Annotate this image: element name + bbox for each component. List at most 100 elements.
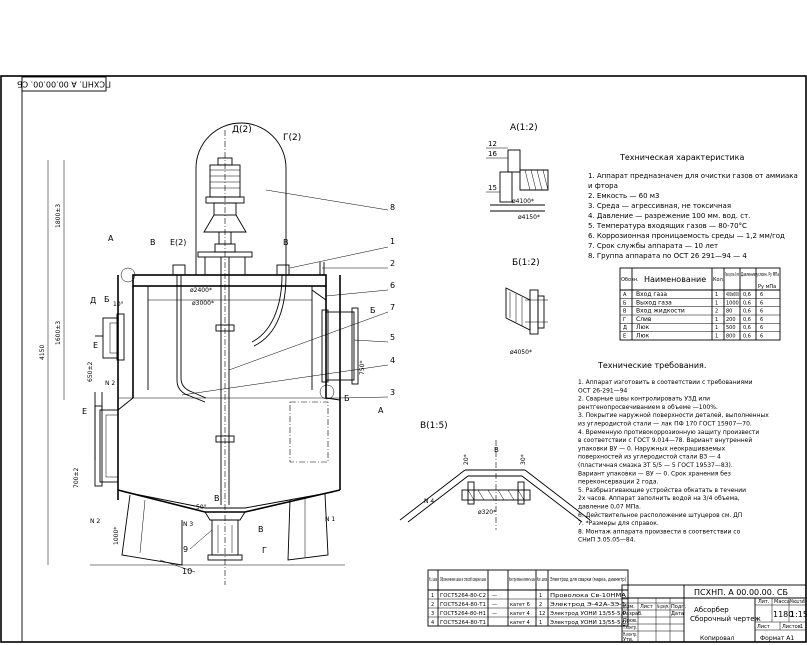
spec-cell-2-1: ГОСТ5264-80-Н1 [440, 611, 486, 617]
dim-12: 12 [488, 140, 497, 148]
leader-8: 8 [390, 203, 395, 212]
tech-char-item-6: 6. Коррозионная проницаемость среды — 1,… [588, 232, 785, 240]
tech-req-item-19: СНиП 3.05.05—84. [578, 537, 636, 544]
leader-7: 7 [390, 303, 395, 312]
tech-req-item-2: 2. Сварные швы контролировать УЗД или [578, 396, 710, 403]
tech-req-item-12: переконсервации 2 года. [578, 479, 659, 486]
sheet-border [0, 75, 807, 643]
nozzle-cell-3-4: 0,6 [743, 317, 751, 323]
spec-h5: Электрод для сварки (марка, диаметр) [550, 577, 626, 583]
spec-cell-1-2: — [492, 602, 497, 608]
letter-a-top: А [108, 234, 114, 243]
letter-b-right: Б [370, 306, 376, 315]
nz-h2: Кол. [713, 277, 725, 283]
leader-10: 10 [182, 567, 192, 576]
spec-cell-2-0: 3 [431, 611, 434, 617]
tech-char-item-4: 4. Давление — разрежение 100 мм. вод. ст… [588, 212, 750, 220]
tb-lit: Лит. [758, 599, 770, 605]
tb-format: Формат А1 [760, 635, 794, 642]
tech-char-item-2: 2. Емкость — 60 м3 [588, 192, 660, 200]
nozzle-cell-0-1: Вход газа [636, 291, 667, 298]
tb-scale-label: Масштаб [790, 599, 805, 605]
tech-req-item-9: поверхностей из углеродистой стали ВЗ — … [578, 454, 721, 461]
nozzle-cell-5-4: 0,6 [743, 334, 751, 340]
nozzle-cell-1-4: 0,6 [743, 300, 751, 306]
tech-char-item-1: и фтора [588, 182, 618, 190]
dim-d4050: ø4050* [510, 349, 532, 356]
dim-16: 16 [488, 150, 497, 158]
letter-a-right: А [378, 406, 384, 415]
cone-bottom [117, 489, 341, 513]
spec-cell-2-2: — [492, 611, 497, 617]
spec-cell-3-4: 1 [539, 620, 542, 626]
letter-v-bottom: В [258, 525, 264, 534]
tb-col-0: Лист [640, 604, 653, 610]
tech-char-item-0: 1. Аппарат предназначен для очистки газо… [588, 172, 798, 180]
spec-cell-2-5: Электрод УОНИ 13/55-5,0 [550, 611, 626, 617]
tech-requirements: Технические требования. [597, 361, 706, 370]
leader-9: 9 [183, 545, 188, 554]
nozzle-cell-0-0: А [623, 292, 627, 298]
dim-d4100: ø4100* [512, 198, 534, 205]
top-stamp: ПСХНП. А 00.00.00. СБ [17, 76, 111, 92]
nz-h5: Ру мПа [758, 284, 776, 290]
dim-d50: 50° [196, 504, 207, 511]
letter-e-lower: Е [82, 407, 87, 416]
letter-d: Д [90, 296, 96, 305]
leader-6: 6 [390, 281, 395, 290]
tech-char-item-7: 7. Срок службы аппарата — 10 лет [588, 242, 718, 250]
spec-cell-0-0: 1 [431, 593, 434, 599]
tech-req-item-1: ОСТ 26-291—94 [578, 387, 628, 394]
tech-requirements-items: 1. Аппарат изготовить в соответствии с т… [578, 379, 769, 544]
tech-req-item-15: давление 0,07 МПа. [578, 504, 641, 511]
leader-4: 4 [390, 356, 395, 365]
nozzle-cell-0-2: 1 [715, 292, 718, 298]
nozzle-cell-5-3: 800 [726, 334, 736, 340]
spec-h3: Конструктивные элементы шва [509, 577, 535, 583]
motor-enclosure [195, 122, 287, 275]
dim-h1800: 1800±3 [55, 204, 62, 228]
tb-sheets: Листов [782, 624, 801, 630]
tech-req-item-11: Вариант упаковки — ВУ — 0. Срок хранения… [578, 470, 731, 477]
detail-a: А(1:2) 12 16 15 ø4100* ø4150* [486, 123, 549, 221]
nozzle-cell-2-4: 0,6 [743, 309, 751, 315]
leader-5: 5 [390, 333, 395, 342]
letter-g-bottom: Г [262, 546, 267, 555]
nozzle-cell-3-5: 6 [760, 317, 763, 323]
gas-inlet-a [289, 401, 329, 463]
nz-h0: Обозн. [621, 277, 639, 283]
nozzle-cell-3-2: 1 [715, 317, 718, 323]
detail-v: В(1:5) N 4 ø320* 20* 30* В [399, 421, 591, 530]
upper-shell [132, 274, 327, 287]
tech-char-title: Техническая характеристика [619, 153, 745, 162]
tb-col-2: Подп. [671, 604, 687, 610]
spec-cell-1-4: 2 [539, 602, 542, 608]
spec-cell-1-0: 2 [431, 602, 434, 608]
manhole-d [95, 313, 125, 361]
dim-h700: 700±2 [73, 468, 80, 488]
tb-mass-val: 1180 [773, 610, 793, 619]
nozzle-table: Обозн. Наименование Кол. Проход условн. … [619, 267, 781, 341]
nozzle-cell-5-0: Е [623, 334, 626, 340]
tech-req-item-18: 8. Монтаж аппарата произвести в соответс… [578, 528, 741, 535]
dim-h4150: 4150 [39, 345, 46, 360]
nozzle-cell-4-2: 1 [715, 325, 718, 331]
nozzle-mark-2: N 2 [105, 380, 115, 387]
nozzle-cell-0-4: 0,6 [743, 292, 751, 298]
spec-cell-3-1: ГОСТ5264-80-Т1 [440, 620, 486, 626]
letter-e-left: Е [93, 341, 98, 350]
nozzle-cell-4-5: 6 [760, 325, 763, 331]
tb-role-1: Разраб. [623, 611, 643, 617]
tech-char-item-5: 5. Температура входящих газов — 80-70°С [588, 222, 747, 230]
nz-h1: Наименование [644, 275, 706, 284]
nozzle-cell-3-0: Г [623, 317, 626, 323]
nozzle-cell-4-0: Д [623, 325, 627, 331]
tb-copied: Копировал [700, 635, 734, 642]
tech-characteristics: Техническая характеристика 1. Аппарат пр… [588, 153, 798, 260]
dim-d2400: ø2400* [190, 287, 212, 294]
nozzle-cell-0-5: 6 [760, 292, 763, 298]
nozzle-cell-0-3: 400х600 [726, 292, 739, 298]
